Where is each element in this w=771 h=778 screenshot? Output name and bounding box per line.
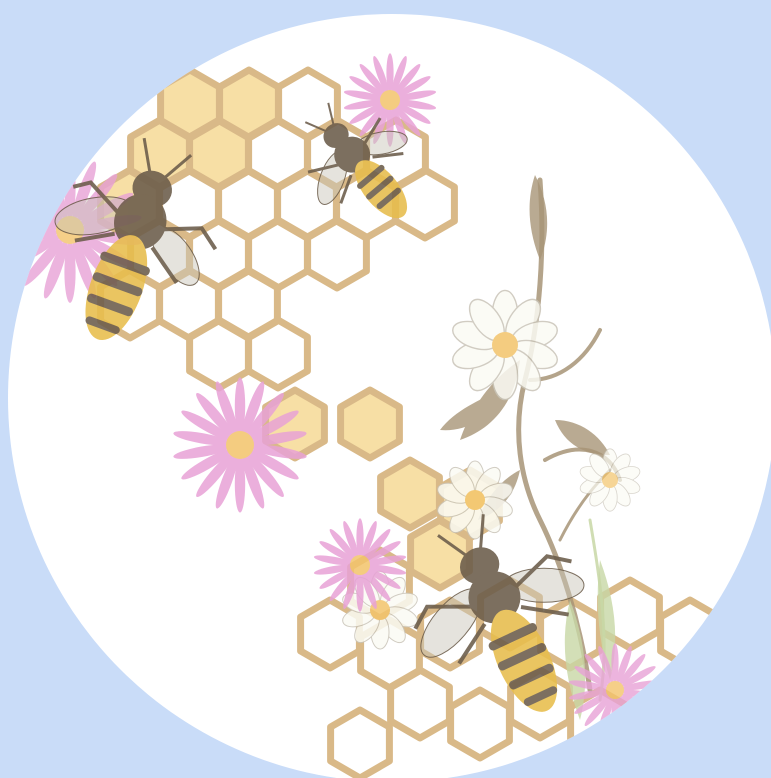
bee-medium-top <box>304 102 408 219</box>
aster-flower <box>8 157 143 303</box>
aster-flower <box>172 377 308 513</box>
aster-flower <box>313 518 407 612</box>
aster-flower <box>343 53 437 147</box>
bee-large-left <box>54 137 218 341</box>
daisy-flower <box>434 460 516 540</box>
bee-large-bottom <box>413 514 585 712</box>
aster-flower <box>568 643 662 737</box>
daisy-flower <box>448 289 562 401</box>
white-circle <box>8 14 771 778</box>
daisy-flower <box>577 448 643 512</box>
